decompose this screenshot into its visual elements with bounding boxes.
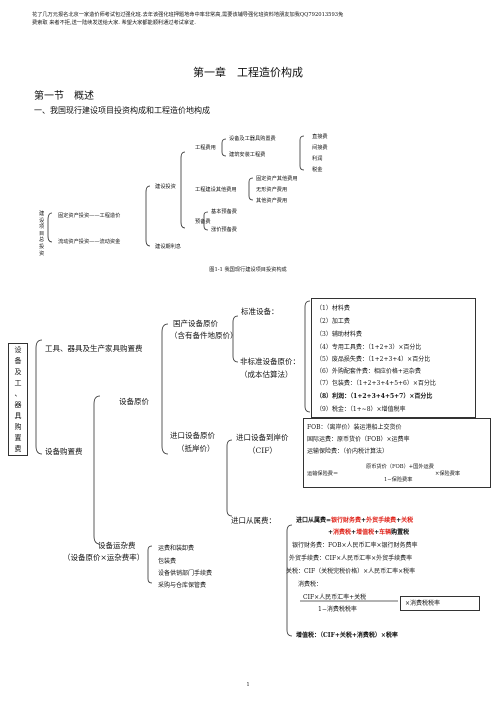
fig1-caption: 图1-1 我国现行建设项目投资构成: [209, 267, 287, 273]
insurance-denominator: 1−保险费率: [384, 477, 413, 483]
fig1-profit: 利润: [312, 156, 323, 162]
section-title: 第一节 概述: [34, 91, 94, 102]
header-line1: 花了几万元报名北京一家造价师考试包过强化班.去年该强化班押题地命中率非常高,需要…: [32, 12, 344, 18]
import-price-note: （抵岸价）: [177, 444, 215, 453]
cost-item: （8）利润：（1+2+3+4+5+7）×百分比: [316, 393, 433, 400]
international-freight: 国际运费：原币货价（FOB）×运费率: [307, 436, 410, 443]
fig1-interest: 建设期利息: [155, 244, 181, 250]
fig1-equipment: 设备及工器具购置费: [229, 136, 276, 142]
transport-item: 设备供销部门手续费: [158, 570, 213, 577]
cif-label: （CIF）: [248, 446, 277, 455]
transport-item: 包装费: [158, 558, 177, 565]
consumption-tax-numerator: CIF×人民币汇率+关税: [303, 594, 367, 601]
consumption-tax-denominator: 1−消费税税率: [318, 606, 357, 613]
nonstandard-price: 非标准设备原价：: [240, 357, 300, 366]
fig1-construction-investment: 建设投资: [155, 184, 176, 190]
fig1-other-cost: 工程建设其他费用: [195, 187, 237, 193]
nonstandard-method: （成本估算法）: [240, 370, 293, 379]
import-fees-formula: 进口从属费=银行财务费+外贸手续费+关税: [296, 517, 414, 524]
original-price: 设备原价: [119, 397, 149, 406]
header-line2: 费索取 来者不拒,送一陆续发送给大家. 希望大家都能顺利通过考试拿证.: [32, 20, 196, 26]
transport-fee-formula: （设备原价×运杂费率）: [63, 553, 145, 562]
consumption-tax-rate-box: ×消费税税率: [400, 596, 480, 611]
fig1-other-asset: 其他资产费用: [256, 198, 288, 204]
cost-item: （4）专用工具费：（1+2+3）×百分比: [316, 344, 422, 351]
fig1-reserve: 预备费: [195, 219, 211, 225]
consumption-tax-label: 消费税：: [298, 581, 323, 588]
fob-box: FOB：（离岸价）装运港船上交货价 国际运费：原币货价（FOB）×运费率 运输保…: [303, 418, 491, 488]
fob-definition: FOB：（离岸价）装运港船上交货价: [307, 424, 402, 431]
fig1-tax: 税金: [312, 167, 323, 173]
tools-purchase: 工具、器具及生产家具购置费: [45, 344, 143, 353]
fig1-fixed-asset: 固定资产投资——工程造价: [58, 213, 121, 219]
transport-item: 采购与仓库保管费: [158, 582, 207, 589]
fig1-indirect: 间接费: [312, 145, 328, 151]
import-fees-label: 进口从属费：: [231, 516, 276, 525]
fig1-engineering-cost: 工程费用: [195, 145, 216, 151]
transport-fee: 设备运杂费: [98, 541, 136, 550]
chapter-title: 第一章 工程造价构成: [193, 66, 303, 79]
tariff: 关税：CIF（关税完税价格）×人民币汇率×税率: [286, 568, 416, 575]
cost-item: （9）税金：（1+~8）×增值税率: [316, 406, 406, 413]
domestic-price-note: （含有备件地原价）: [170, 331, 238, 340]
import-fees-formula-2: +消费税+增值税+车辆购置税: [328, 529, 410, 536]
subsection-title: 一、我国现行建设项目投资构成和工程造价地构成: [34, 106, 210, 115]
cost-item: （7）包装费：（1+2+3+4+5+6）×百分比: [316, 380, 436, 387]
equipment-purchase: 设备购置费: [45, 447, 83, 456]
equipment-tools-box: 设备及工、器具购置费: [8, 343, 28, 456]
trade-fee: 外贸手续费：CIF×人民币汇率×外贸手续费率: [289, 555, 413, 562]
cost-item: （6）外购配套件费：相应价格+运杂费: [316, 368, 421, 375]
transport-item: 运费和装卸费: [158, 545, 195, 552]
fig1-land-cost: 固定资产其他费用: [256, 176, 298, 182]
fig1-price-reserve: 涨价预备费: [211, 227, 237, 233]
cif-price: 进口设备到岸价: [236, 433, 289, 442]
fig1-intangible: 无形资产费用: [256, 187, 288, 193]
insurance-numerator: 原币货价（FOB）+国外运费: [366, 464, 434, 470]
fig1-direct: 直接费: [312, 134, 328, 140]
fig1-working-capital: 流动资产投资——流动资金: [58, 239, 121, 245]
standard-equipment: 标准设备：: [241, 307, 279, 316]
cost-items-box: （1）材料费 （2）加工费 （3）辅助材料费 （4）专用工具费：（1+2+3）×…: [311, 298, 476, 418]
cost-item: （2）加工费: [316, 318, 350, 325]
domestic-price: 国产设备原价: [173, 319, 218, 328]
fig1-installation: 建筑安装工程费: [229, 152, 266, 158]
insurance-title: 运输保险费：（价内税计算法）: [307, 448, 389, 455]
page-number: 1: [246, 682, 250, 688]
insurance-label: 运输保险费＝: [307, 471, 339, 477]
cost-item: （3）辅助材料费: [316, 331, 362, 338]
bank-fee: 银行财务费：FOB×人民币汇率×银行财务费率: [292, 542, 418, 549]
import-price: 进口设备原价: [170, 431, 215, 440]
vat: 增值税：（CIF+关税+消费税）×税率: [296, 632, 398, 639]
fig1-basic-reserve: 基本预备费: [211, 209, 237, 215]
fig1-root: 建设项目总投资: [39, 211, 45, 257]
cost-item: （1）材料费: [316, 305, 350, 312]
insurance-rate: ×保险费率: [435, 471, 461, 477]
cost-item: （5）废品损失费：（1+2+3+4）×百分比: [316, 356, 431, 363]
